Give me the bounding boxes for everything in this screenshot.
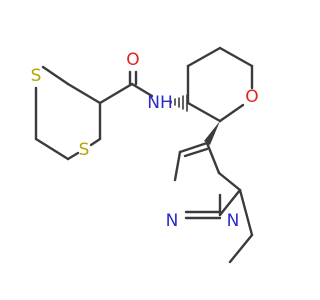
pyrazole-ring (173, 141, 242, 220)
bond (218, 46, 254, 68)
bond (218, 103, 245, 123)
bond (34, 137, 70, 161)
atom-label-nh: NH (147, 93, 173, 113)
atom-labels: O NH S S O N N (31, 50, 259, 231)
bond (186, 46, 222, 68)
bond (218, 188, 242, 217)
atom-label-s-top: S (31, 66, 42, 86)
bond (98, 82, 134, 105)
bond (217, 171, 242, 192)
atom-label-o-ring: O (245, 87, 258, 107)
atom-label-o-carbonyl: O (126, 50, 139, 70)
bond (183, 147, 209, 158)
bond (205, 141, 221, 175)
bond (178, 141, 209, 154)
bond (173, 150, 182, 182)
dithiane-ring (34, 65, 102, 161)
bond (41, 65, 70, 86)
atom-label-s-bottom: S (79, 140, 90, 160)
bond (186, 101, 222, 123)
molecule-structure: O NH S S O N N (31, 46, 259, 264)
wedge-bond (204, 121, 220, 145)
bond (238, 188, 254, 237)
bond (228, 233, 254, 264)
bond (66, 82, 102, 105)
bond (130, 82, 154, 98)
ethyl-group (228, 188, 254, 264)
atom-label-n-pyrazole-1: N (227, 211, 240, 231)
bond (66, 151, 80, 161)
atom-label-n-pyrazole-2: N (166, 211, 179, 231)
bond (89, 137, 102, 147)
oxane-ring (186, 46, 254, 123)
stereo-bonds (170, 94, 220, 145)
carboxamide-group (98, 70, 154, 105)
